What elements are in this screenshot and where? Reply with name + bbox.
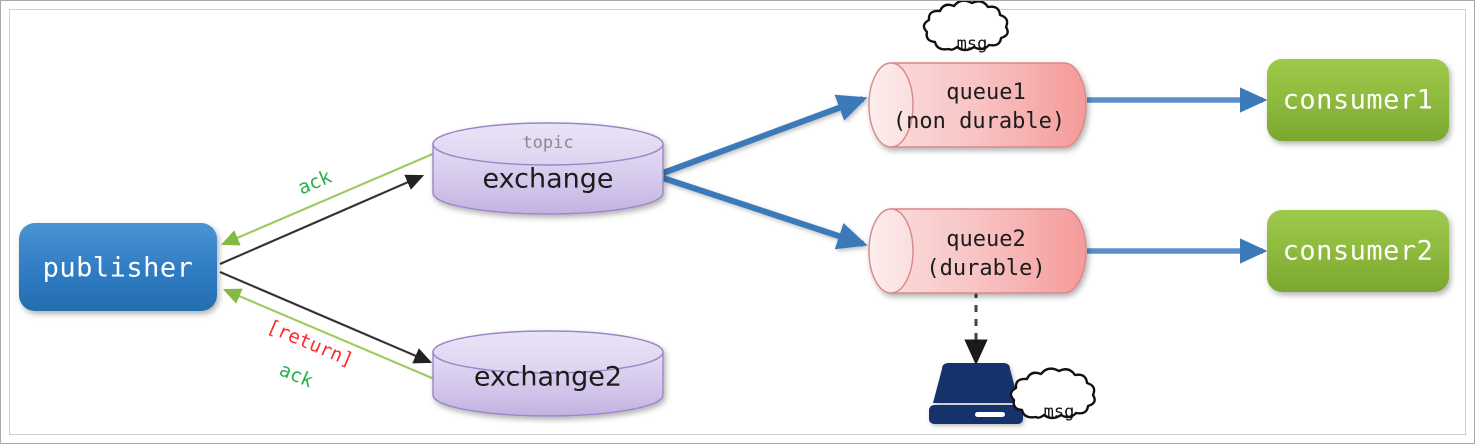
queue2-label-line1: queue2 (946, 227, 1025, 252)
queue2-label-line2: (durable) (926, 256, 1045, 281)
edge-exchange-to-queue1 (661, 94, 868, 176)
queue1-label-line2: (non durable) (893, 109, 1065, 134)
edge-label-return: [return] (264, 316, 357, 372)
node-queue2[interactable] (868, 208, 1087, 294)
publisher-label: publisher (43, 253, 194, 284)
edge-label-ack-top: ack (295, 165, 336, 199)
node-consumer2[interactable] (1267, 210, 1449, 292)
node-exchange2[interactable] (432, 330, 664, 417)
node-publisher[interactable] (19, 223, 217, 311)
edge-exchange-ack-to-publisher (220, 152, 436, 246)
consumer1-label: consumer1 (1283, 85, 1434, 116)
node-exchange[interactable] (432, 122, 664, 215)
queue1-label-line1: queue1 (946, 80, 1025, 105)
node-queue1[interactable] (868, 62, 1087, 148)
cloud-disk-msg-label: msg (1044, 402, 1075, 422)
edge-label-ack-bottom: ack (276, 359, 317, 393)
node-consumer1[interactable] (1267, 59, 1449, 141)
exchange-type-label: topic (522, 133, 573, 153)
cloud-queue1-msg (922, 1, 1009, 52)
cloud-queue1-msg-label: msg (957, 34, 988, 54)
edge-publisher-to-exchange (219, 174, 425, 265)
exchange2-label: exchange2 (474, 362, 622, 393)
edge-exchange2-return-to-publisher (222, 288, 440, 382)
edge-publisher-to-exchange2 (219, 271, 433, 364)
edge-exchange-to-queue2 (662, 175, 868, 250)
exchange-label: exchange (482, 164, 613, 195)
disk-icon (929, 363, 1023, 424)
cloud-disk-msg (1009, 367, 1096, 420)
consumer2-label: consumer2 (1283, 236, 1434, 267)
